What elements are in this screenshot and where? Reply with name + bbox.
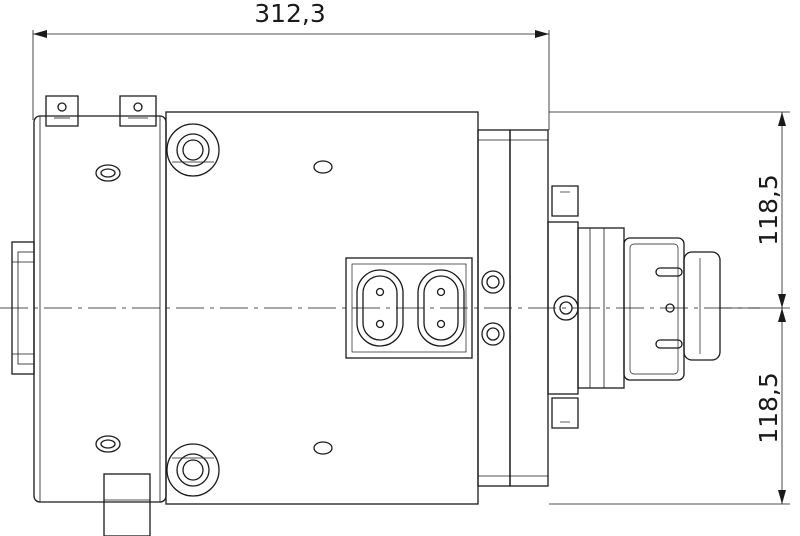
spindle-nose: [547, 185, 721, 429]
oval-port-left: [356, 269, 404, 347]
cap-screw-top: [166, 123, 220, 177]
overall-width-label: 312,3: [254, 0, 326, 28]
left-housing: [11, 95, 167, 536]
upper-half-height-label: 118,5: [754, 174, 783, 246]
lower-half-height-label: 118,5: [754, 372, 783, 444]
height-dimensions: 118,5 118,5: [549, 111, 790, 505]
overall-width-dimension: 312,3: [32, 0, 550, 130]
main-body: [165, 111, 479, 505]
oval-port-right: [417, 269, 465, 347]
cap-screw-bottom: [166, 443, 220, 497]
